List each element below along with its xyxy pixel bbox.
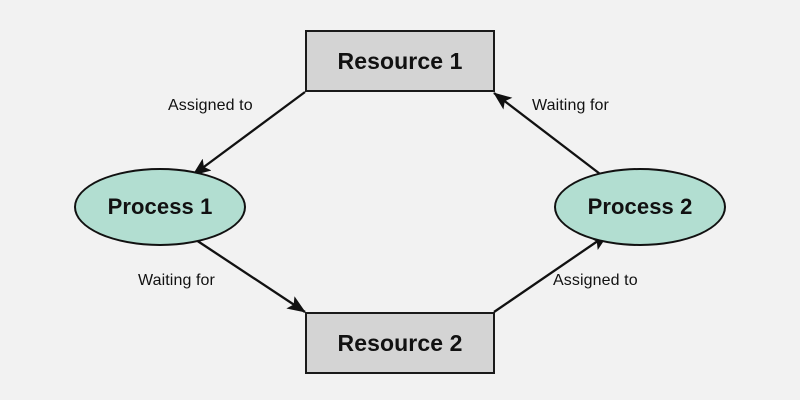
node-resource-2-label: Resource 2 bbox=[337, 329, 463, 356]
edge-process2-to-resource1 bbox=[493, 92, 605, 178]
edge-label-waiting-for-resource2: Waiting for bbox=[138, 272, 215, 289]
edge-resource1-to-process1 bbox=[192, 91, 306, 176]
edge-label-assigned-to-process2: Assigned to bbox=[553, 272, 638, 289]
edge-process1-to-resource2 bbox=[192, 237, 306, 313]
node-process-1[interactable]: Process 1 bbox=[74, 168, 246, 246]
edge-label-waiting-for-resource1: Waiting for bbox=[532, 97, 609, 114]
node-resource-1[interactable]: Resource 1 bbox=[305, 30, 495, 92]
node-resource-2[interactable]: Resource 2 bbox=[305, 312, 495, 374]
node-resource-1-label: Resource 1 bbox=[337, 47, 463, 74]
edge-label-assigned-to-process1: Assigned to bbox=[168, 97, 253, 114]
node-process-2[interactable]: Process 2 bbox=[554, 168, 726, 246]
node-process-2-label: Process 2 bbox=[587, 194, 693, 219]
node-process-1-label: Process 1 bbox=[107, 194, 213, 219]
edge-resource2-to-process2 bbox=[493, 233, 609, 313]
